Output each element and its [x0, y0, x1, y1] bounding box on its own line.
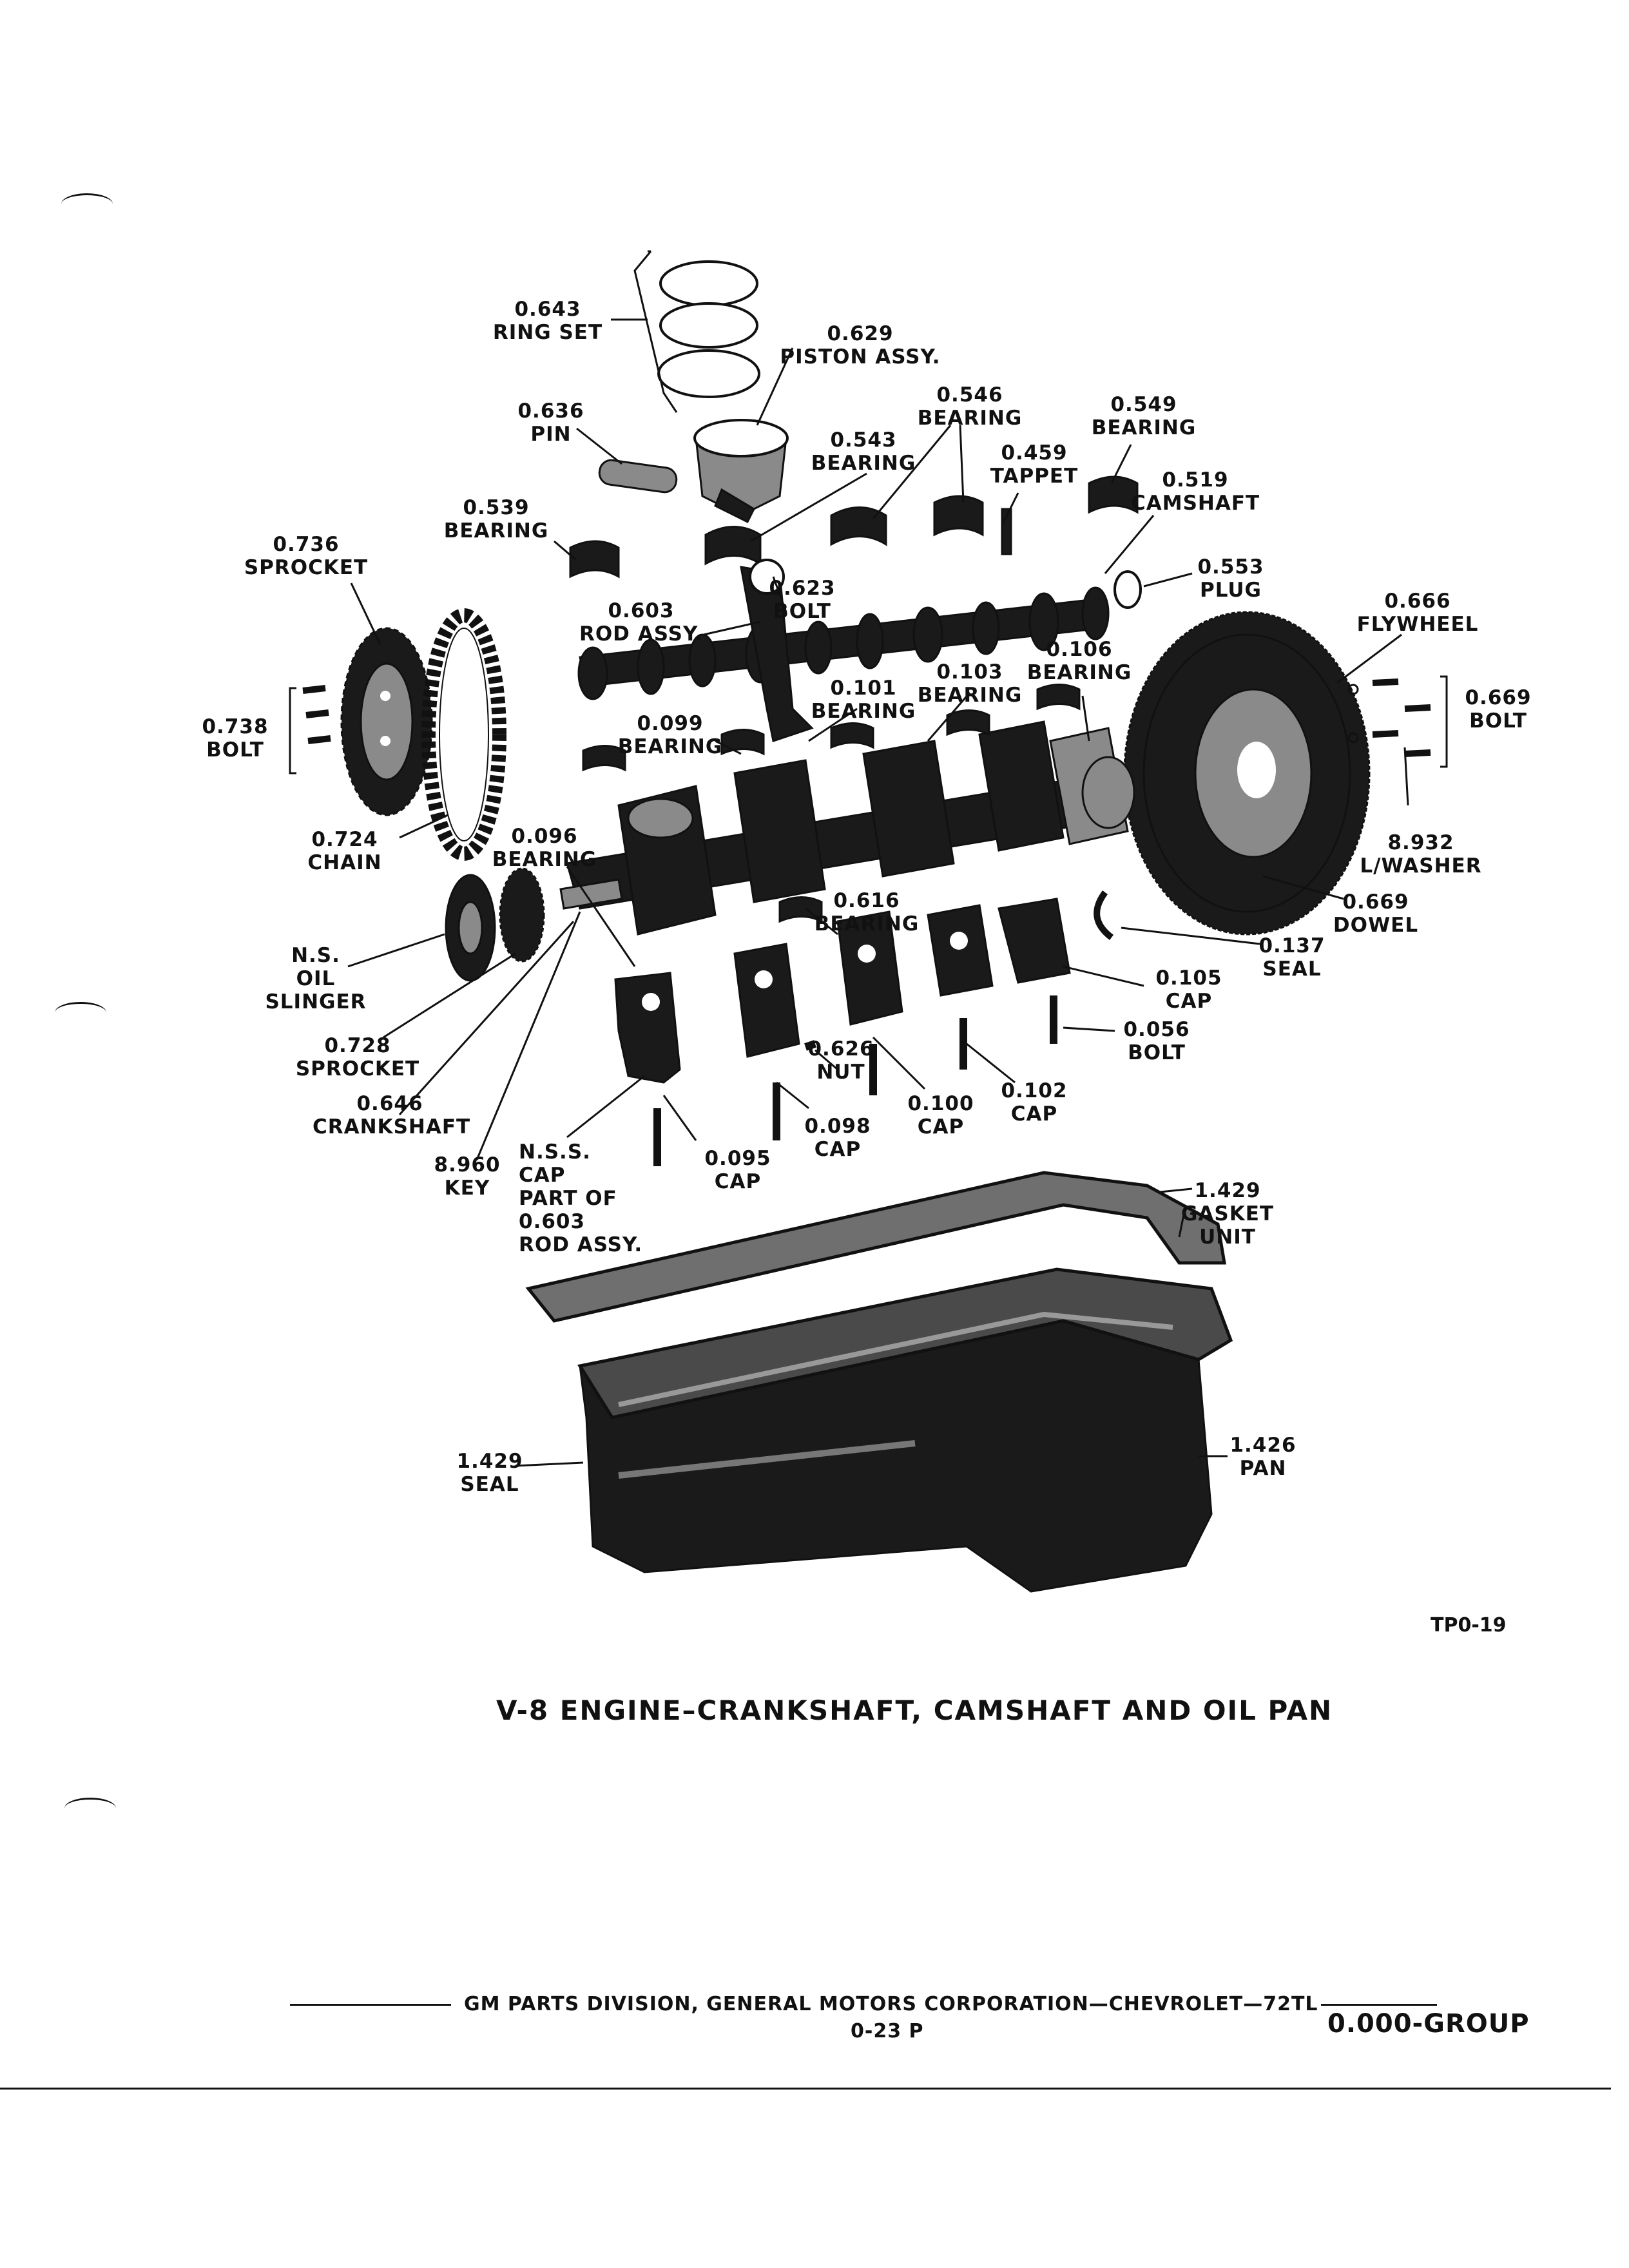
label-seal-1429: 1.429 SEAL	[456, 1450, 523, 1496]
label-dowel: 0.669 DOWEL	[1333, 890, 1419, 937]
label-sprocket-728: 0.728 SPROCKET	[295, 1034, 420, 1081]
plug-drawing	[1113, 570, 1142, 609]
bearing-caps-drawing	[614, 898, 1071, 1084]
label-oil-slinger: N.S. OIL SLINGER	[265, 944, 367, 1014]
label-nss-cap: N.S.S. CAP PART OF 0.603 ROD ASSY.	[519, 1140, 643, 1256]
pin-drawing	[598, 459, 678, 494]
label-bolt-056: 0.056 BOLT	[1123, 1018, 1190, 1064]
label-plug: 0.553 PLUG	[1197, 555, 1264, 602]
lower-bearings-drawing	[582, 684, 1081, 923]
gasket-drawing	[525, 1171, 1226, 1323]
footer-rule-left	[290, 2004, 451, 2006]
label-lwasher: 8.932 L/WASHER	[1360, 831, 1482, 878]
scan-mark	[64, 1798, 116, 1819]
label-bearing-539: 0.539 BEARING	[443, 496, 549, 543]
label-cap-102: 0.102 CAP	[1001, 1079, 1068, 1126]
flywheel-bolts-drawing	[1347, 675, 1448, 768]
label-piston-assy: 0.629 PISTON ASSY.	[780, 322, 941, 369]
label-bearing-096: 0.096 BEARING	[492, 825, 597, 871]
scan-mark	[55, 1002, 106, 1023]
label-bearing-106: 0.106 BEARING	[1027, 638, 1132, 684]
footer-rule-right	[1321, 2004, 1437, 2006]
label-bearing-543: 0.543 BEARING	[811, 428, 916, 475]
label-cap-100: 0.100 CAP	[907, 1092, 974, 1139]
label-cap-098: 0.098 CAP	[804, 1115, 871, 1161]
label-seal-137: 0.137 SEAL	[1258, 934, 1325, 981]
cap-bolts-drawing	[653, 995, 1057, 1166]
label-ring-set: 0.643 RING SET	[492, 298, 603, 344]
front-parts-drawing	[445, 867, 545, 982]
flywheel-drawing	[1123, 611, 1371, 936]
label-pan: 1.426 PAN	[1229, 1434, 1296, 1480]
label-bearing-103: 0.103 BEARING	[917, 660, 1023, 707]
label-cap-105: 0.105 CAP	[1155, 966, 1222, 1013]
label-gasket-unit: 1.429 GASKET UNIT	[1181, 1179, 1275, 1249]
label-crankshaft: 0.646 CRANKSHAFT	[313, 1092, 471, 1139]
scan-mark	[61, 193, 113, 215]
label-bearing-546: 0.546 BEARING	[917, 383, 1023, 430]
rear-seal-drawing	[1094, 890, 1114, 940]
timing-chain-drawing	[421, 608, 506, 861]
piston-drawing	[693, 419, 789, 524]
footer-group: 0.000-GROUP	[1327, 2009, 1530, 2039]
upper-bearings-drawing	[569, 476, 1139, 579]
label-rod-assy: 0.603 ROD ASSY.	[579, 599, 704, 646]
label-bearing-616: 0.616 BEARING	[814, 889, 920, 936]
sprocket-bolts-drawing	[289, 685, 331, 774]
label-bearing-099: 0.099 BEARING	[617, 712, 723, 758]
label-camshaft: 0.519 CAMSHAFT	[1131, 468, 1260, 515]
label-tappet: 0.459 TAPPET	[990, 441, 1079, 488]
label-pin: 0.636 PIN	[517, 399, 584, 446]
cam-sprocket-drawing	[340, 627, 433, 816]
crankshaft-drawing	[559, 720, 1135, 936]
figure-code: TP0-19	[1431, 1614, 1507, 1637]
label-key: 8.960 KEY	[434, 1153, 501, 1200]
label-sprocket-736: 0.736 SPROCKET	[244, 533, 369, 579]
footer-page-number: 0-23 P	[851, 2020, 924, 2042]
label-bolt-738: 0.738 BOLT	[202, 715, 269, 762]
label-bearing-101: 0.101 BEARING	[811, 677, 916, 723]
label-bolt-669: 0.669 BOLT	[1465, 686, 1532, 733]
label-flywheel: 0.666 FLYWHEEL	[1356, 590, 1479, 636]
oil-pan-drawing	[577, 1267, 1233, 1593]
bottom-rule	[0, 2088, 1611, 2090]
label-bearing-549: 0.549 BEARING	[1091, 393, 1197, 439]
label-cap-095: 0.095 CAP	[704, 1147, 771, 1193]
footer-publisher: GM PARTS DIVISION, GENERAL MOTORS CORPOR…	[464, 1993, 1318, 2015]
figure-caption: V-8 ENGINE–CRANKSHAFT, CAMSHAFT AND OIL …	[496, 1695, 1333, 1726]
connecting-rod-drawing	[740, 559, 814, 742]
label-bolt-623: 0.623 BOLT	[769, 577, 836, 623]
label-nut: 0.626 NUT	[807, 1037, 874, 1084]
leader-lines	[347, 318, 1409, 1467]
ring-set-drawing	[633, 250, 760, 413]
label-chain: 0.724 CHAIN	[307, 828, 382, 874]
